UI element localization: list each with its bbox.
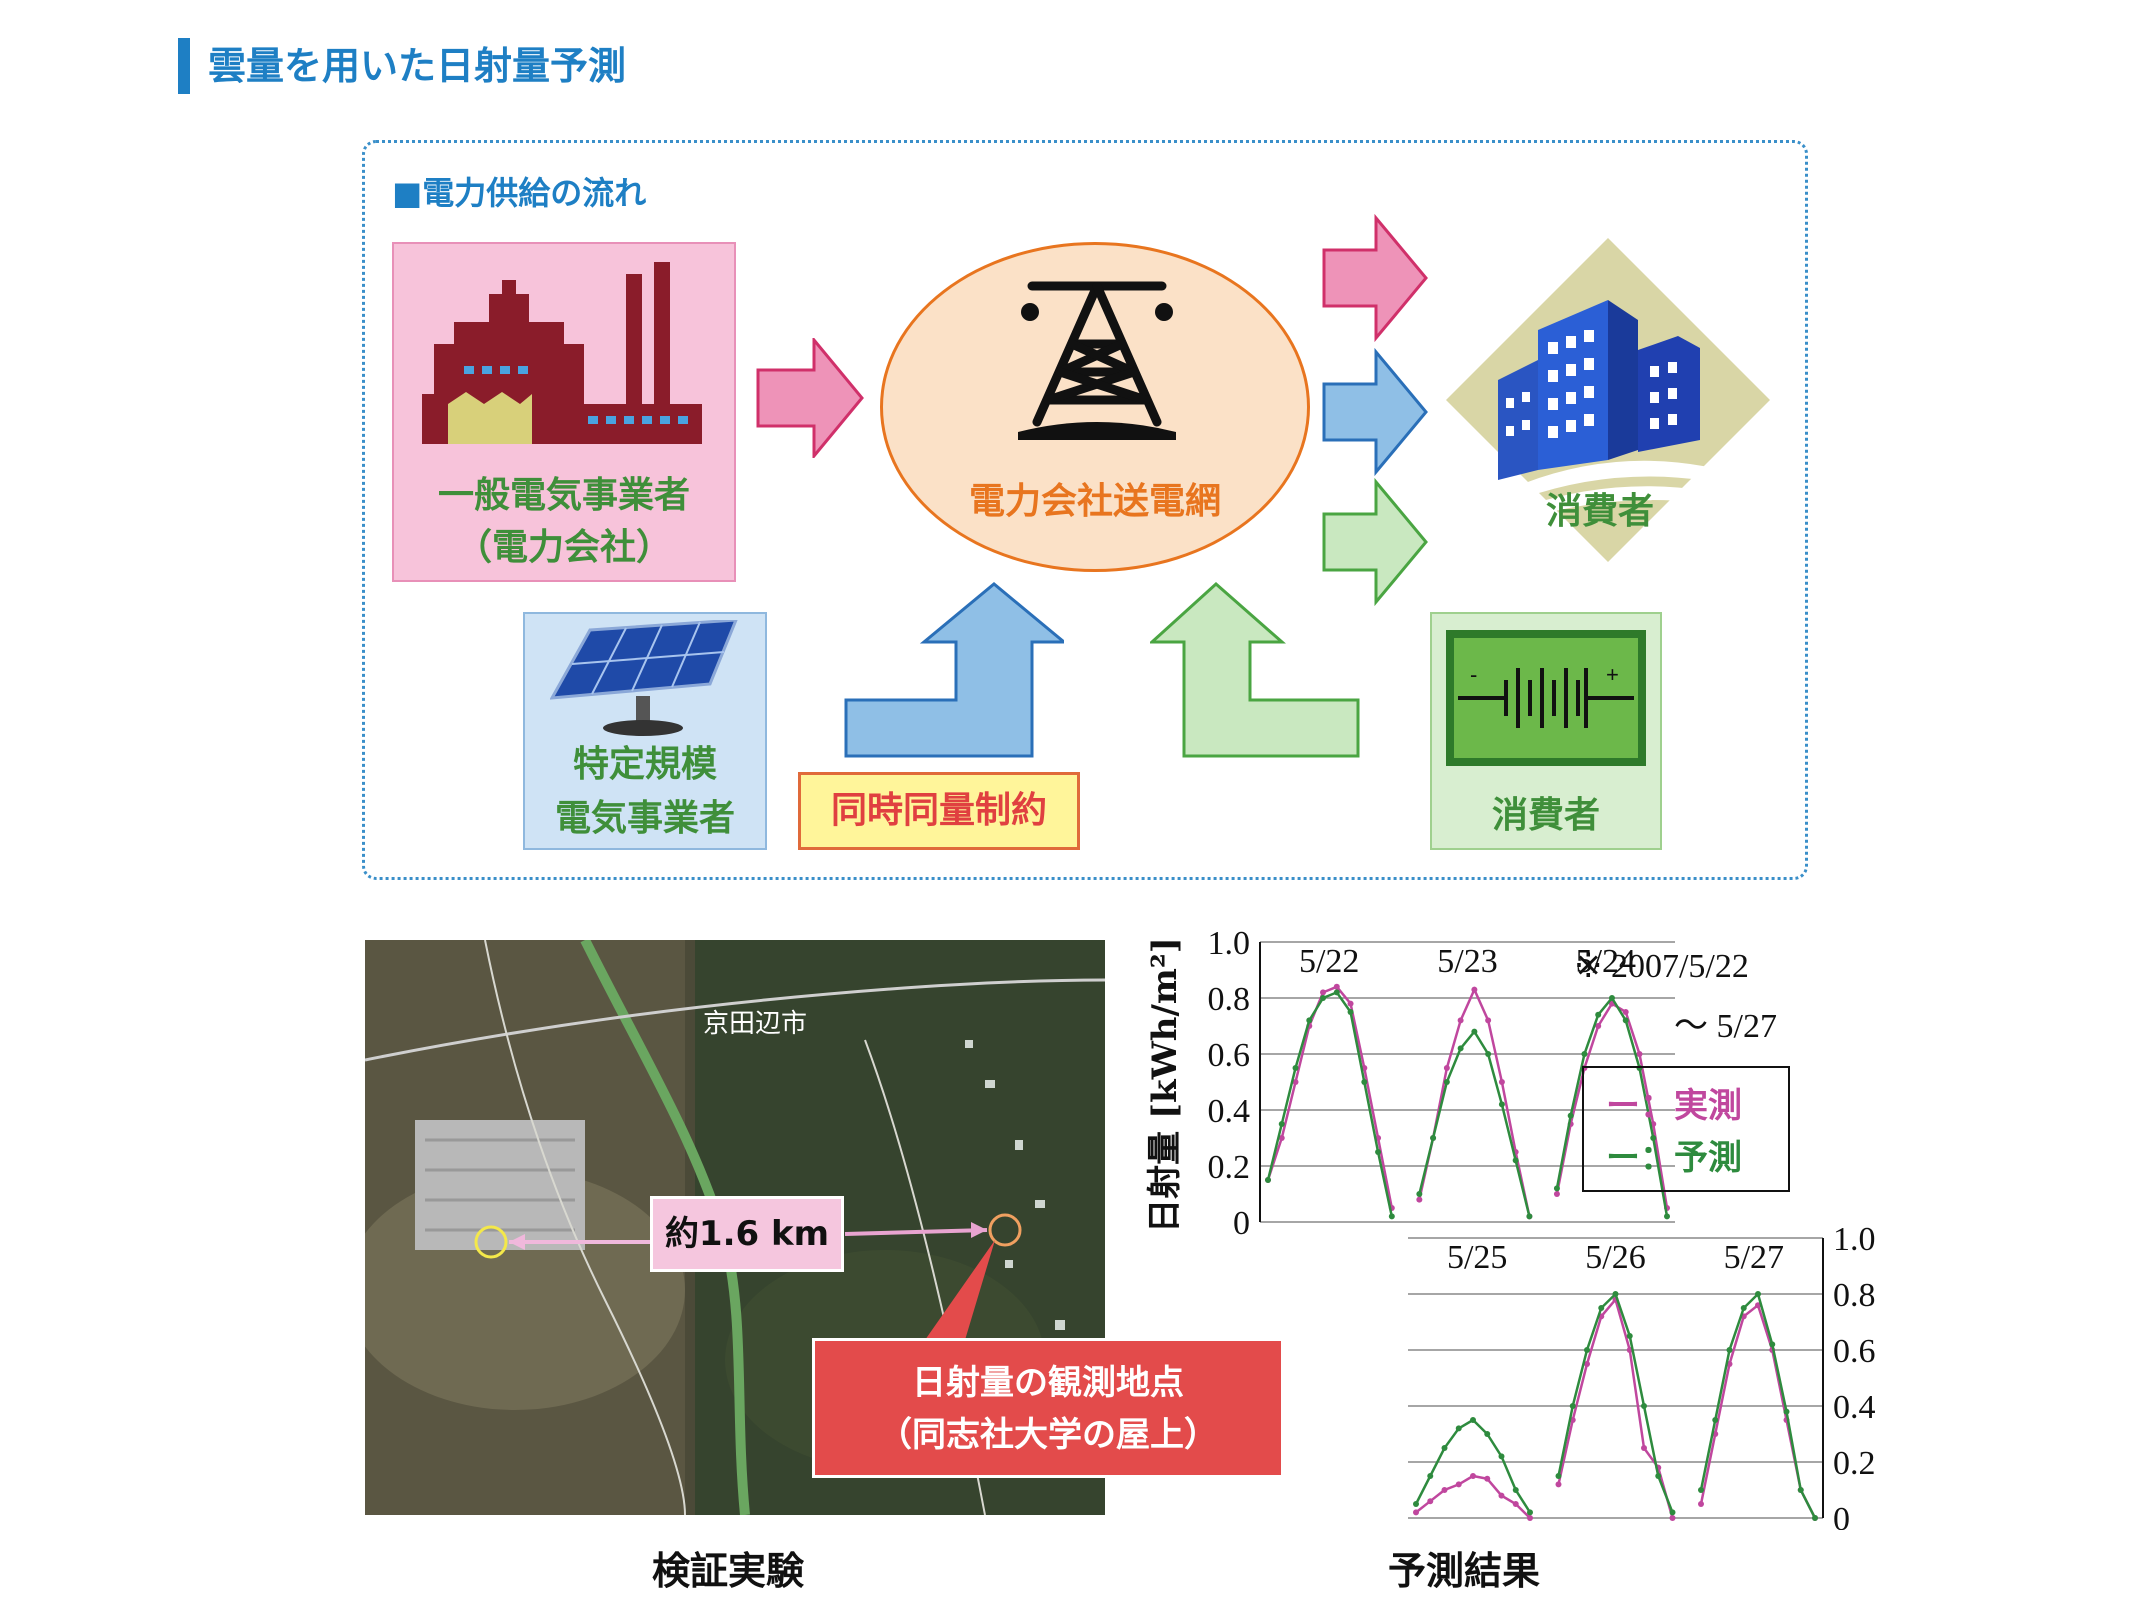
factory-icon [422,262,702,444]
consumer-label-buildings: 消費者 [1545,491,1654,532]
arrow-utility-to-grid [756,338,864,458]
chart-bottom-ytick-label: 0.6 [1833,1333,1876,1370]
observation-callout: 日射量の観測地点 （同志社大学の屋上） [812,1338,1284,1478]
chart-bottom-ytick-label: 0.2 [1833,1445,1876,1482]
pps-label-line1: 特定規模 [572,744,717,785]
power-flow-frame [362,140,1808,880]
irradiance-charts: 1.0 0.8 0.6 0.4 0.2 0 5/22 5/23 5/24 日射量 [kWh/m²]… [1145,930,1876,1530]
arrow-blue-bent-to-grid [844,582,1064,758]
pps-label-line2: 電気事業者 [554,798,735,839]
period-note-line2: ～ 5/27 [1674,1008,1777,1045]
utility-company-box: 一般電気事業者 （電力会社） [392,242,736,582]
chart-top-day-label: 5/23 [1437,943,1497,980]
utility-label-line2: （電力会社） [455,527,672,568]
chart-bottom-day-label: 5/26 [1585,1239,1645,1276]
map-city-label: 京田辺市 [703,1009,807,1039]
chart-bottom-ytick-label: 0 [1833,1501,1850,1530]
chart-top-ytick-label: 0 [1233,1205,1250,1242]
results-caption: 予測結果 [1388,1549,1541,1593]
chart-top-series-実測 [1555,1001,1669,1209]
chart-bottom-series-実測 [1557,1297,1674,1519]
arrow-green-bent-to-grid [1150,582,1360,758]
chart-bottom-series-実測 [1415,1474,1531,1519]
arrow-pink-to-consumer [1322,214,1428,343]
chart-bottom-day-label: 5/25 [1447,1239,1507,1276]
period-note-line1: ※ 2007/5/22 [1574,948,1749,985]
chart-bottom-ytick-label: 1.0 [1833,1221,1876,1258]
chart-top-ytick-label: 0.2 [1208,1149,1251,1186]
chart-bottom: 1.0 0.8 0.6 0.4 0.2 0 5/25 5/26 5/27 [1408,1221,1876,1530]
battery-icon: - + [1446,630,1646,766]
distance-label: 約1.6 km [650,1196,844,1272]
power-grid-label: 電力会社送電網 [968,481,1221,522]
chart-top-day-label: 5/24 [1576,943,1636,980]
chart-top-ytick-label: 1.0 [1208,930,1251,962]
observation-point-marker-b [988,1213,1022,1247]
chart-top-ytick-label: 0.6 [1208,1037,1251,1074]
chart-top-day-label: 5/22 [1299,943,1359,980]
chart-y-axis-label: 日射量 [kWh/m²] [1145,937,1185,1233]
chart-top-series-予測 [1555,995,1669,1217]
chart-top-ytick-label: 0.8 [1208,981,1251,1018]
solar-panel-icon [550,620,738,736]
battery-plus-sign: + [1606,662,1619,687]
callout-line2: （同志社大学の屋上） [878,1415,1218,1455]
chart-top-series-実測 [1266,985,1394,1209]
chart-bottom-day-label: 5/27 [1724,1239,1784,1276]
chart-top-series-予測 [1266,990,1394,1217]
page-title: 雲量を用いた日射量予測 [178,38,626,94]
city-buildings-icon [1446,238,1770,562]
section-title: ■電力供給の流れ [392,174,647,212]
chart-bottom-series-予測 [1414,1418,1532,1514]
chart-top-ytick-label: 0.4 [1208,1093,1251,1130]
chart-top: 1.0 0.8 0.6 0.4 0.2 0 5/22 5/23 5/24 日射量 [kWh/m²] [1145,930,1675,1242]
constraint-label: 同時同量制約 [798,772,1080,850]
observation-point-marker-a [474,1225,508,1259]
chart-bottom-series-予測 [1557,1291,1674,1513]
arrow-green-to-consumer [1322,478,1428,607]
callout-line1: 日射量の観測地点 [912,1363,1184,1403]
arrow-blue-to-consumer [1322,348,1428,477]
chart-legend: ー：実測 ー：予測 [1582,1066,1790,1192]
chart-bottom-ytick-label: 0.4 [1833,1389,1876,1426]
chart-top-series-予測 [1418,1029,1531,1217]
utility-label-line1: 一般電気事業者 [437,475,690,516]
chart-top-series-実測 [1418,986,1531,1217]
legend-predicted: ー：予測 [1606,1138,1742,1178]
experiment-caption: 検証実験 [652,1549,805,1593]
chart-bottom-series-予測 [1699,1291,1817,1519]
consumer-label-battery: 消費者 [1491,795,1600,836]
legend-actual: ー：実測 [1606,1086,1742,1126]
chart-bottom-ytick-label: 0.8 [1833,1277,1876,1314]
battery-minus-sign: - [1470,662,1477,687]
transmission-tower-icon [1018,281,1176,440]
